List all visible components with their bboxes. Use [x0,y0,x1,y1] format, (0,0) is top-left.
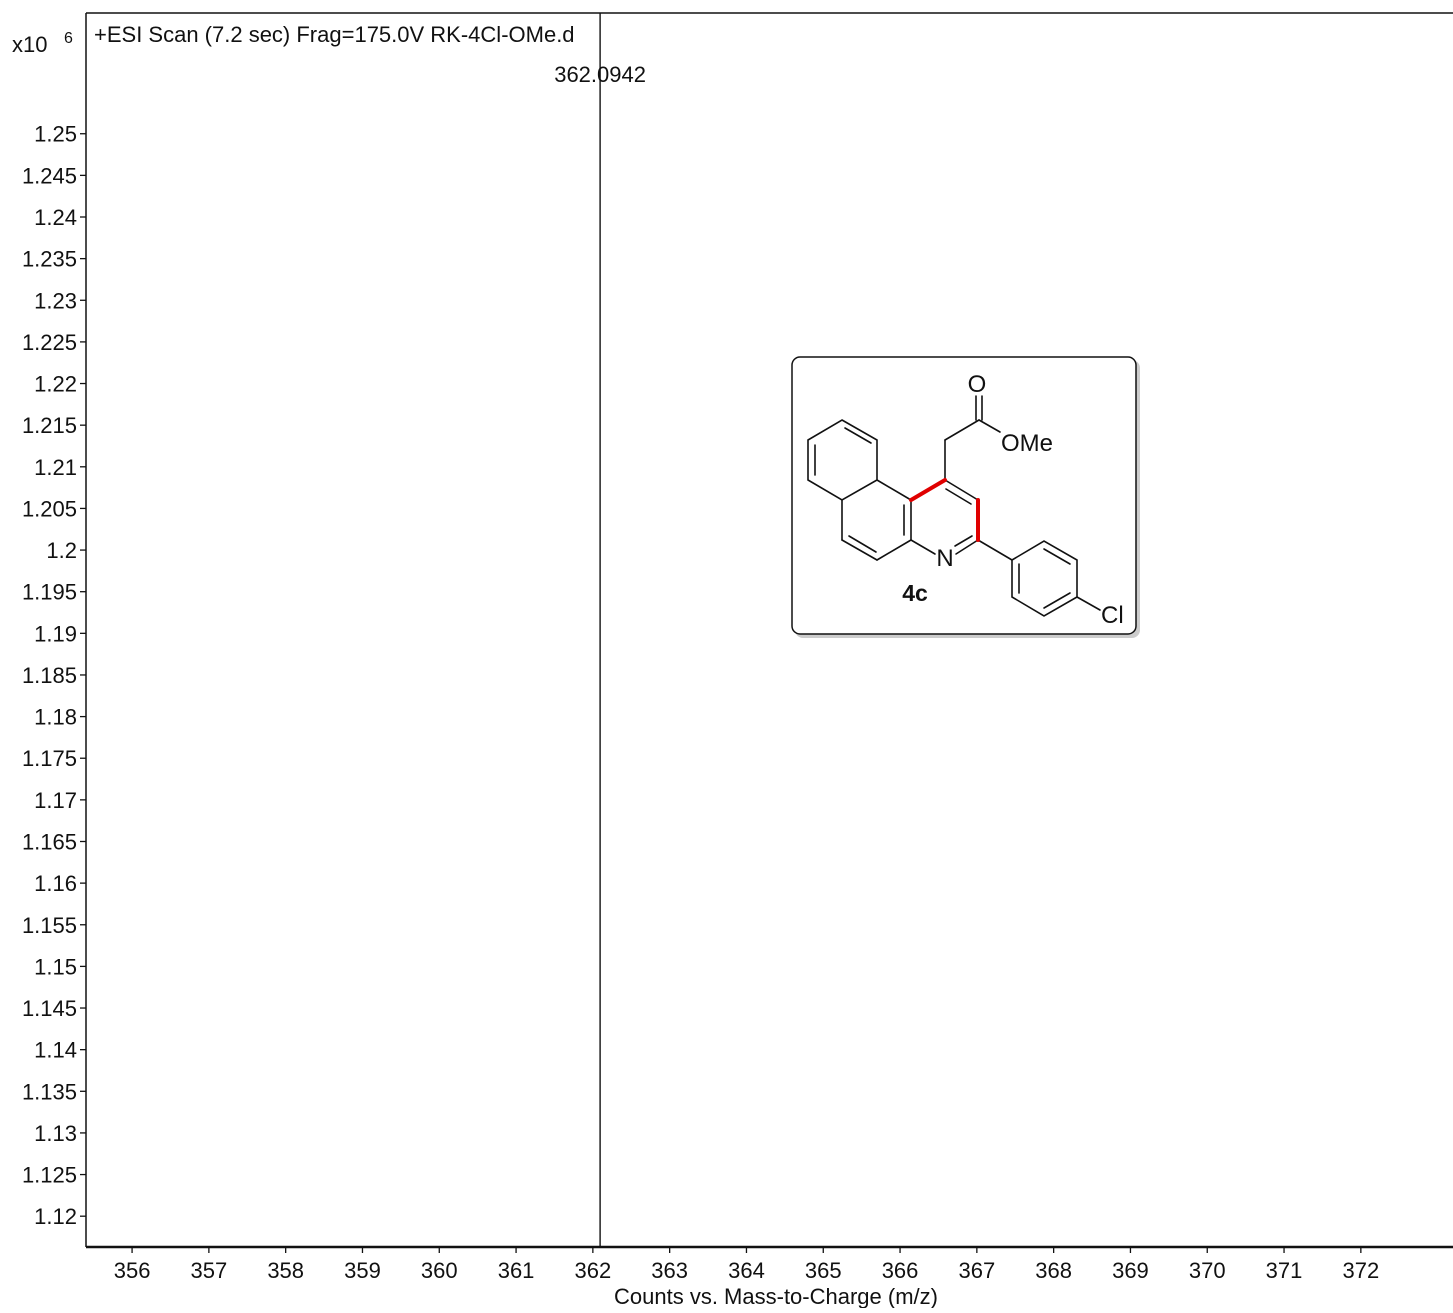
bond-cl [1076,596,1101,611]
x-tick-label: 363 [651,1258,688,1283]
y-tick-label: 1.205 [22,496,77,521]
bond-aryl-link [977,539,1013,561]
x-tick-label: 371 [1266,1258,1303,1283]
x-axis: 356 357 358 359 360 361 362 363 364 365 366 367 368 3… [114,1247,1379,1283]
y-tick-label: 1.195 [22,580,77,605]
y-tick-label: 1.2 [46,538,77,563]
y-tick-label: 1.17 [34,788,77,813]
x-tick-label: 365 [805,1258,842,1283]
inset-box [791,356,1137,635]
y-tick-label: 1.155 [22,913,77,938]
new-bond-1 [909,478,947,502]
bond-mid-2b [848,535,877,553]
highlighted-bonds [909,478,980,542]
bond-mid-2 [841,539,878,561]
x-tick-label: 360 [421,1258,458,1283]
y-tick-label: 1.245 [22,163,77,188]
x-tick-label: 361 [498,1258,535,1283]
y-tick-label: 1.165 [22,829,77,854]
y-tick-label: 1.18 [34,705,77,730]
peak-series: 362.0942 [554,13,646,1247]
x-tick-label: 370 [1189,1258,1226,1283]
atom-label-o: O [968,371,987,398]
x-tick-label: 368 [1035,1258,1072,1283]
ring-aryl-double-2 [1043,592,1071,609]
compound-label: 4c [902,580,928,606]
x-axis-title: Counts vs. Mass-to-Charge (m/z) [614,1284,938,1308]
atom-label-ome: OMe [1001,430,1053,457]
bond-py-2b [954,535,973,547]
y-tick-label: 1.13 [34,1121,77,1146]
bond-py-2 [955,539,979,555]
x-tick-label: 367 [958,1258,995,1283]
bond-mid-5 [876,479,912,501]
bond-mid-3 [876,539,912,561]
y-axis: 1.12 1.125 1.13 1.135 1.14 1.145 1.15 1.155 1.16… [22,122,86,1229]
y-tick-label: 1.15 [34,954,77,979]
y-tick-label: 1.14 [34,1038,77,1063]
bond-ch2-c [944,419,980,441]
y-tick-label: 1.145 [22,996,77,1021]
y-tick-label: 1.19 [34,621,77,646]
x-tick-label: 358 [267,1258,304,1283]
ring-a-double-1 [844,427,872,444]
y-tick-label: 1.235 [22,247,77,272]
atom-label-cl: Cl [1101,602,1124,629]
y-tick-label: 1.21 [34,455,77,480]
y-tick-label: 1.125 [22,1163,77,1188]
x-tick-label: 356 [114,1258,151,1283]
x-tick-label: 364 [728,1258,765,1283]
y-tick-label: 1.12 [34,1204,77,1229]
peak-label: 362.0942 [554,62,646,87]
y-tick-label: 1.215 [22,413,77,438]
plot-frame [85,12,1453,1249]
bond-py-1 [910,539,936,555]
bond-py-4 [944,479,979,501]
structure-bonds [807,395,1101,617]
y-tick-label: 1.25 [34,122,77,147]
x-tick-label: 366 [882,1258,919,1283]
ring-aryl-double-1 [1043,548,1071,565]
y-tick-label: 1.22 [34,372,77,397]
x-tick-label: 369 [1112,1258,1149,1283]
y-tick-label: 1.185 [22,663,77,688]
x-tick-label: 362 [575,1258,612,1283]
bond-py-4b [945,488,972,505]
x-tick-label: 357 [191,1258,228,1283]
y-multiplier-label: x10 [12,32,47,57]
x-tick-label: 359 [344,1258,381,1283]
structure-inset: O OMe N Cl 4c [791,356,1140,638]
y-tick-label: 1.16 [34,871,77,896]
atom-label-n: N [936,545,953,572]
y-exponent-label: 6 [64,30,73,47]
y-tick-label: 1.225 [22,330,77,355]
y-tick-label: 1.135 [22,1079,77,1104]
y-tick-label: 1.24 [34,205,77,230]
x-tick-label: 372 [1342,1258,1379,1283]
y-tick-label: 1.23 [34,288,77,313]
y-tick-label: 1.175 [22,746,77,771]
bond-c-ome [978,419,1001,433]
chart-title: +ESI Scan (7.2 sec) Frag=175.0V RK-4Cl-O… [94,22,575,47]
